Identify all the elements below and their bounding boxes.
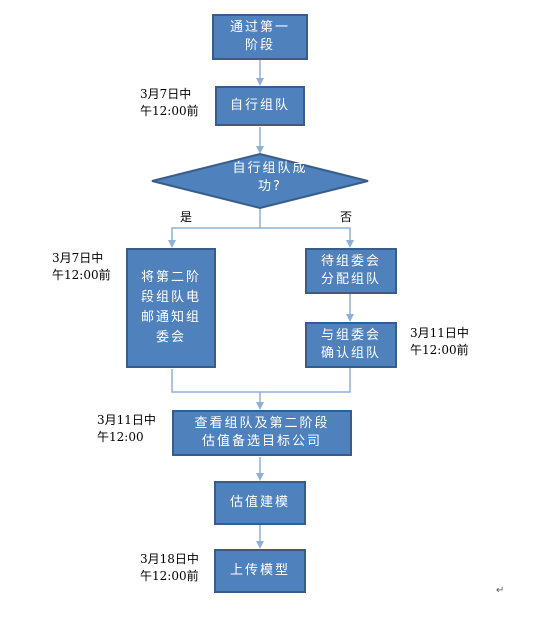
deadline-note-email: 3月7日中 午12:00前: [52, 251, 111, 282]
node-email-committee-label: 将第二阶 段组队电 邮通知组 委会: [140, 270, 201, 345]
deadline-note-view: 3月11日中 午12:00: [97, 413, 156, 444]
node-confirm-team: 与组委会 确认组队: [305, 322, 397, 368]
node-upload-label: 上传模型: [229, 563, 290, 578]
node-upload: 上传模型: [214, 549, 306, 593]
node-valuation: 估值建模: [214, 481, 306, 525]
node-start-label: 通过第一 阶段: [229, 20, 290, 53]
node-view-team: 查看组队及第二阶段 估值备选目标公司: [172, 410, 352, 456]
node-start: 通过第一 阶段: [212, 14, 308, 60]
node-self-team: 自行组队: [215, 86, 305, 126]
node-await-assign-label: 待组委会 分配组队: [320, 254, 381, 287]
node-valuation-label: 估值建模: [229, 495, 290, 510]
node-await-assign: 待组委会 分配组队: [305, 248, 397, 294]
arrow-right-merge: [260, 368, 351, 393]
arrow-yes-branch: [168, 206, 261, 248]
node-email-committee: 将第二阶 段组队电 邮通知组 委会: [126, 248, 216, 368]
node-self-team-label: 自行组队: [229, 98, 290, 113]
deadline-note-upload: 3月18日中 午12:00前: [140, 552, 199, 583]
deadline-note-self-team: 3月7日中 午12:00前: [140, 87, 199, 118]
arrow-left-merge: [171, 369, 264, 410]
deadline-note-confirm: 3月11日中 午12:00前: [410, 326, 469, 357]
decision-diamond: [151, 152, 369, 210]
arrow-no-branch: [260, 227, 354, 248]
node-view-team-label: 查看组队及第二阶段 估值备选目标公司: [194, 416, 330, 449]
paragraph-mark: ↵: [496, 585, 505, 596]
branch-yes-label: 是: [180, 210, 193, 224]
node-decision-label: 自行组队成 功?: [232, 161, 308, 194]
branch-no-label: 否: [340, 210, 353, 224]
node-confirm-team-label: 与组委会 确认组队: [320, 328, 381, 361]
